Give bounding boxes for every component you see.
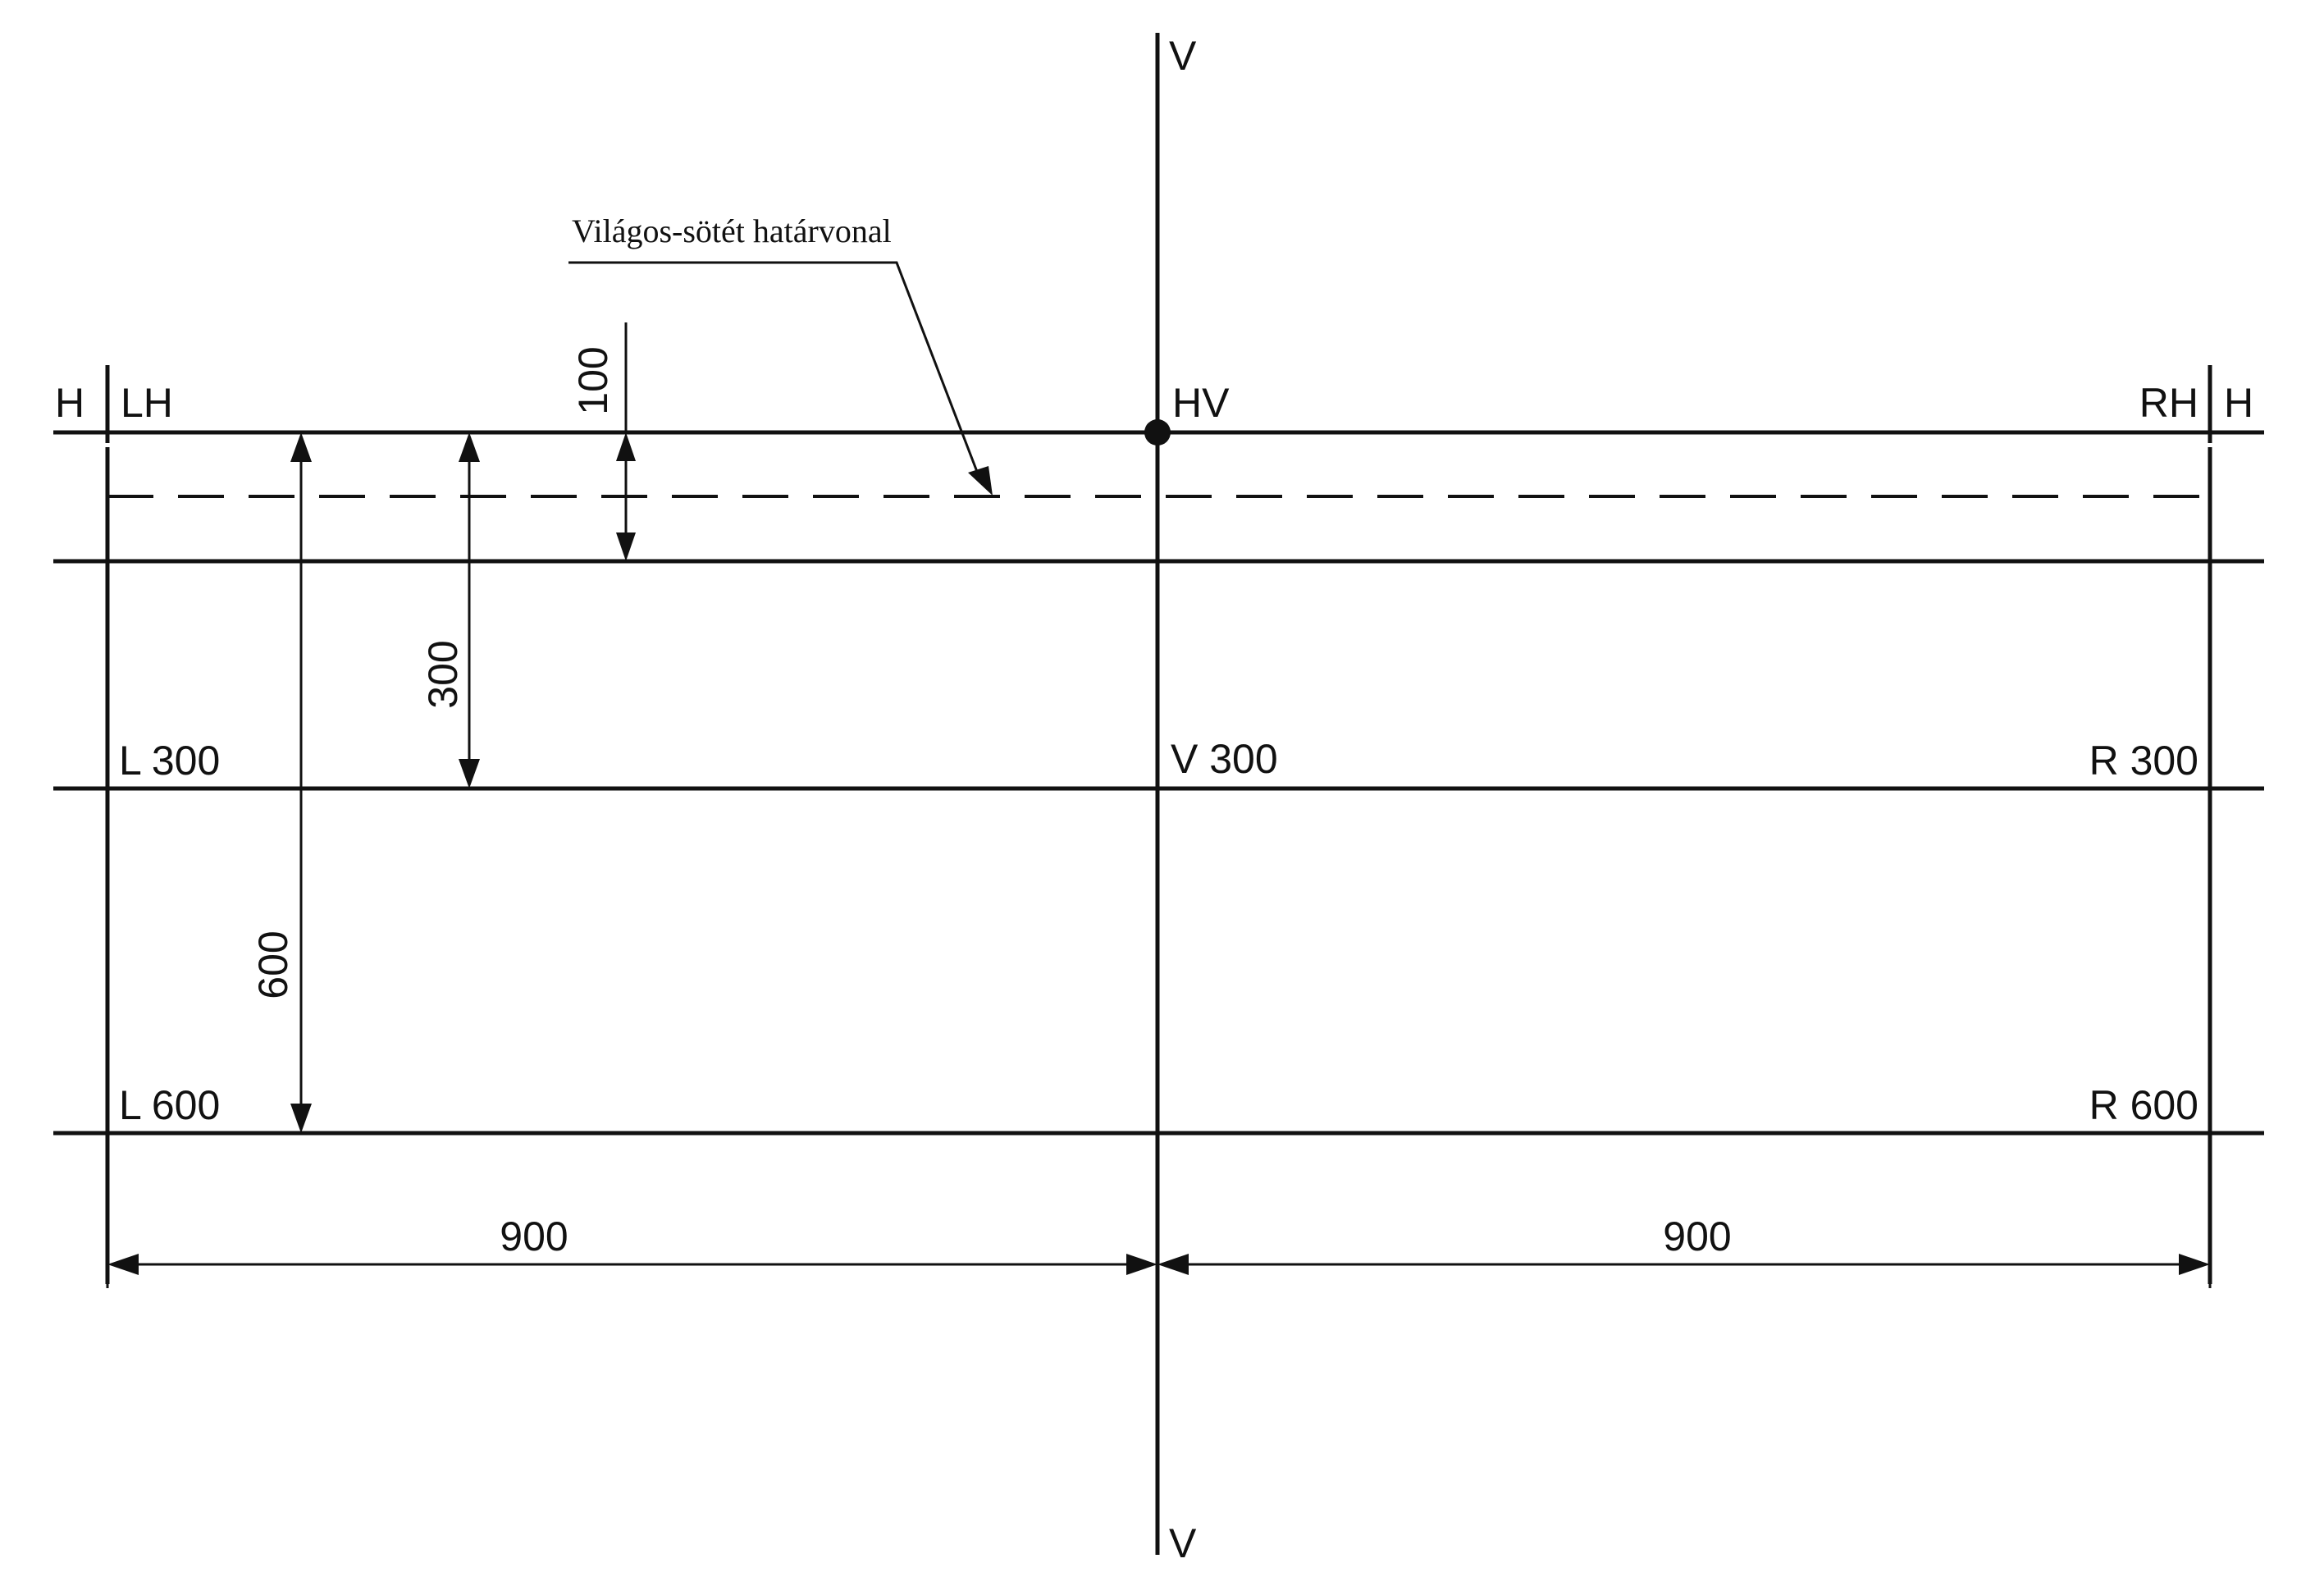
dim-100-arrow-top xyxy=(616,432,636,461)
boundary-leader-line xyxy=(568,261,980,477)
label-lh: LH xyxy=(121,380,173,426)
dim-900-right-arrow-end xyxy=(2179,1254,2210,1275)
label-light-dark-boundary: Világos-sötét határvonal xyxy=(572,213,892,249)
label-v-bottom: V xyxy=(1169,1520,1197,1566)
label-v300: V 300 xyxy=(1171,736,1278,782)
dim-label-300: 300 xyxy=(420,640,466,708)
dim-label-600: 600 xyxy=(250,930,296,999)
dim-label-900-right: 900 xyxy=(1663,1213,1731,1259)
label-r300: R 300 xyxy=(2089,738,2198,784)
dim-600-arrow-top xyxy=(290,432,312,462)
label-h-left: H xyxy=(55,380,84,426)
dim-300-arrow-top xyxy=(459,432,480,462)
dim-label-900-left: 900 xyxy=(500,1213,568,1259)
dim-300-arrow-bottom xyxy=(459,759,480,788)
dim-900-left-arrow-end xyxy=(1126,1254,1157,1275)
label-v-top: V xyxy=(1169,33,1197,79)
dim-900-right-arrow-start xyxy=(1157,1254,1189,1275)
label-hv: HV xyxy=(1172,380,1230,426)
boundary-leader-arrow xyxy=(968,466,993,496)
label-l600: L 600 xyxy=(119,1082,220,1128)
hv-point xyxy=(1144,419,1171,446)
label-l300: L 300 xyxy=(119,738,220,784)
dim-600-arrow-bottom xyxy=(290,1104,312,1133)
label-h-right: H xyxy=(2224,380,2253,426)
dim-100-arrow-bottom xyxy=(616,532,636,561)
dim-900-left-arrow-start xyxy=(107,1254,139,1275)
label-rh: RH xyxy=(2139,380,2198,426)
label-r600: R 600 xyxy=(2089,1082,2198,1128)
dim-label-100: 100 xyxy=(570,346,616,414)
